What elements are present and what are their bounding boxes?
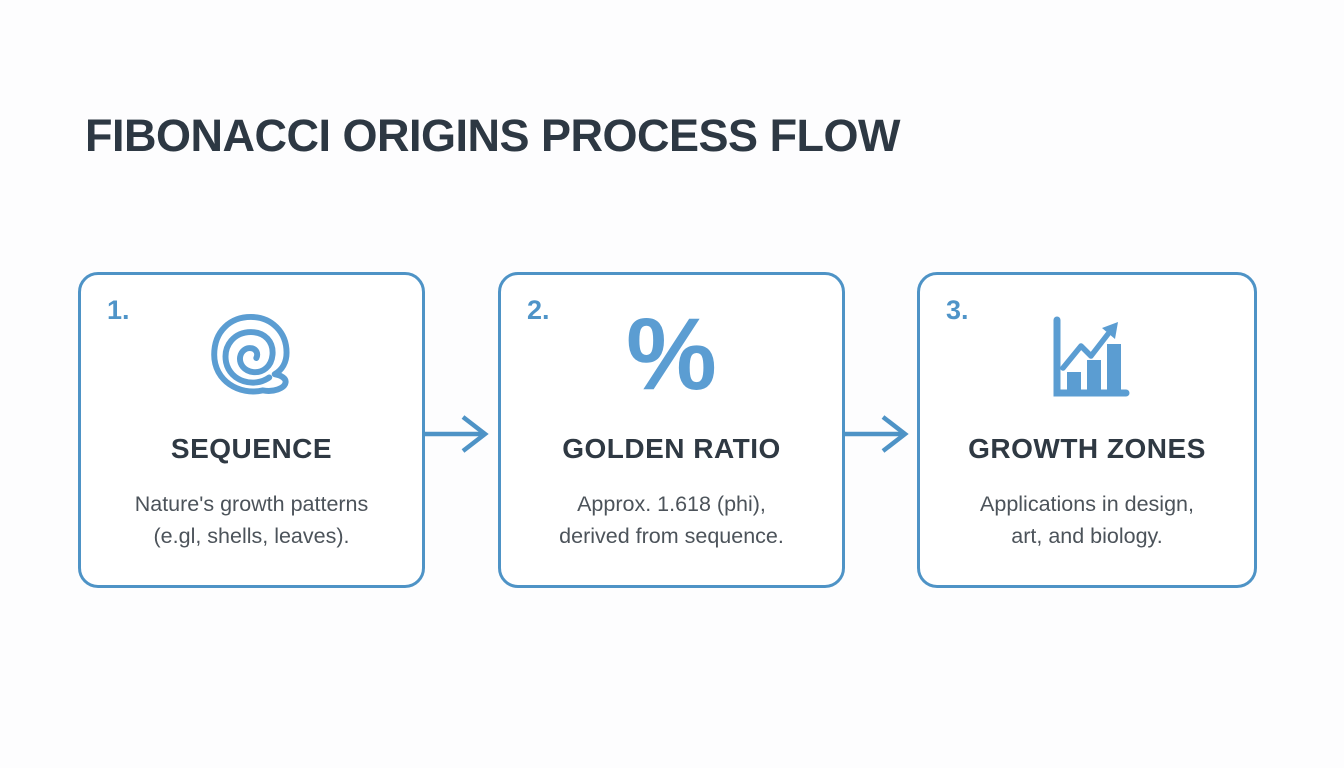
step-title: SEQUENCE [170, 433, 333, 464]
growth-chart-icon [920, 297, 1254, 419]
step-number: 1. [107, 295, 130, 325]
flow-step-card-growth-zones: 3. GROWTH ZONES Applications in design, … [917, 272, 1257, 588]
step-description: Applications in design, art, and biology… [980, 492, 1194, 548]
step-description: Approx. 1.618 (phi), derived from sequen… [559, 492, 784, 548]
percent-glyph: % [626, 297, 717, 411]
flow-step-card-sequence: 1. SEQUENCE Nature's growth patterns (e.… [78, 272, 425, 588]
step-number: 2. [527, 295, 550, 325]
arrow-right-icon [844, 415, 909, 453]
snail-shell-icon [81, 297, 422, 419]
step-description: Nature's growth patterns (e.gl, shells, … [134, 492, 369, 548]
step-title: GOLDEN RATIO [562, 433, 781, 464]
percent-icon: % [501, 297, 842, 419]
page-title: FIBONACCI ORIGINS PROCESS FLOW [85, 110, 901, 161]
arrow-right-icon [424, 415, 489, 453]
flow-step-card-golden-ratio: 2. % GOLDEN RATIO Approx. 1.618 (phi), d… [498, 272, 845, 588]
step-title: GROWTH ZONES [968, 433, 1206, 464]
step-number: 3. [946, 295, 969, 325]
